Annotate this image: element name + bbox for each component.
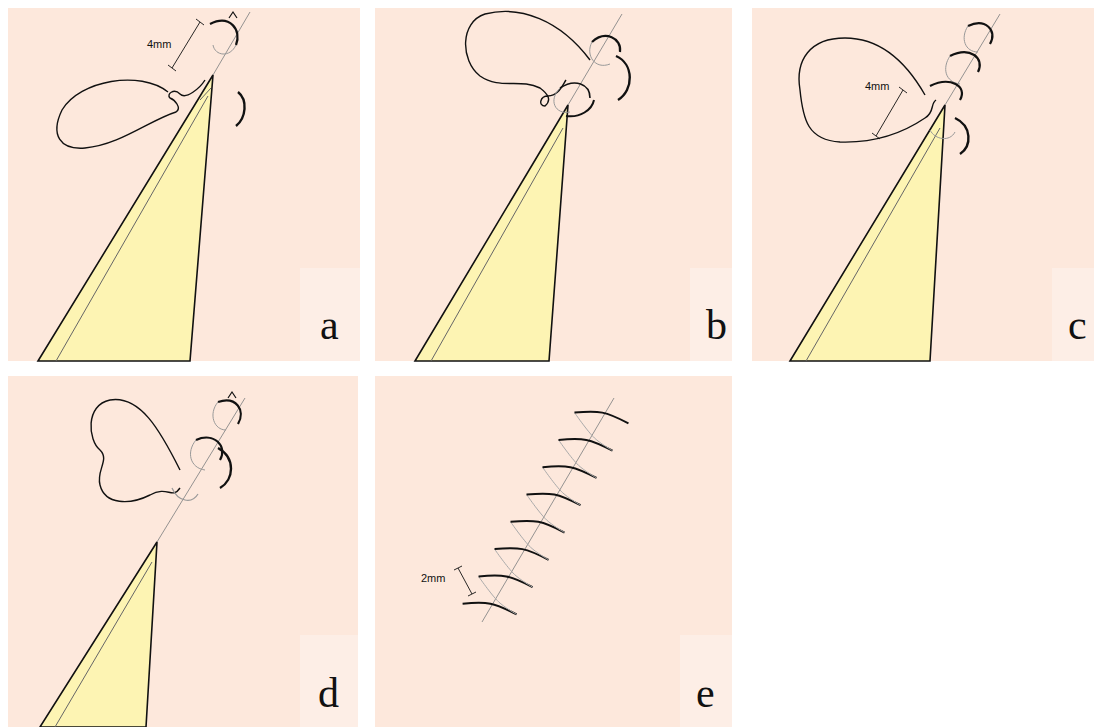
needle-wedges: [38, 75, 945, 727]
stitch-back: [574, 413, 612, 451]
panel-letter: c: [1068, 304, 1087, 346]
panel-b-suture: [466, 11, 630, 116]
stitch-back: [495, 549, 533, 587]
stitch-front: [574, 412, 628, 423]
dimension-label: 4mm: [146, 38, 172, 51]
panel-letter: b: [706, 304, 727, 346]
panel-grounds: [8, 8, 1094, 727]
panel-a-suture: [57, 12, 245, 148]
stitch-back: [559, 440, 597, 478]
letter-patches: [300, 268, 1094, 727]
panel-d-suture: [91, 392, 241, 502]
stitch-front: [527, 494, 581, 505]
wedge-inner-lines: [55, 88, 940, 727]
stitch-front: [463, 603, 517, 614]
panel-e-suture: [454, 412, 628, 615]
stitch-front: [543, 466, 597, 477]
stitch-back: [511, 522, 549, 560]
stitch-back: [543, 467, 581, 505]
panel-letter: d: [318, 672, 339, 714]
dimension-label: 4mm: [864, 80, 890, 93]
stitch-front: [479, 576, 533, 587]
stitch-front: [559, 439, 613, 450]
dimension-label: 2mm: [420, 572, 446, 585]
panel-letter: e: [696, 672, 715, 714]
stitch-back: [527, 494, 565, 532]
panel-letter: a: [320, 304, 339, 346]
stitch-front: [511, 521, 565, 532]
stitch-back: [479, 576, 517, 614]
suture-axis: [157, 12, 1000, 622]
stitch-front: [495, 548, 549, 559]
panel-c-suture: [799, 23, 992, 154]
